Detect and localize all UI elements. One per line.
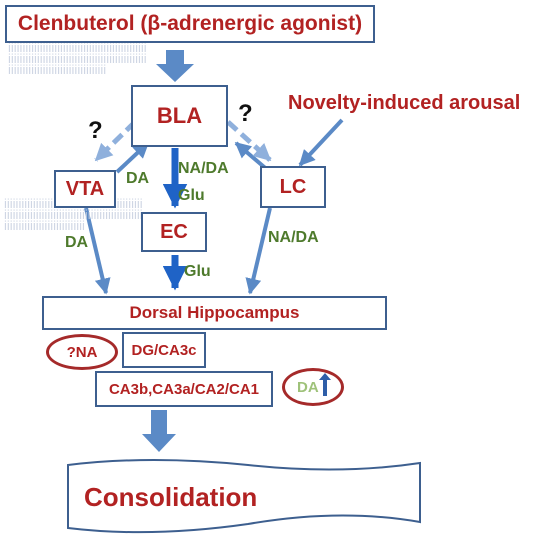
arrow-vta-bla bbox=[115, 141, 150, 174]
ec-label: EC bbox=[160, 220, 188, 243]
arrow-lc-dh bbox=[245, 207, 272, 295]
ca-subfields-box: CA3b,CA3a/CA2/CA1 bbox=[95, 371, 273, 407]
label-glu-bla-ec: Glu bbox=[178, 187, 205, 204]
dg-ca3c-label: DG/CA3c bbox=[131, 341, 197, 359]
bla-box: BLA bbox=[131, 85, 228, 147]
label-na-da-bla-ec: NA/DA bbox=[178, 160, 229, 177]
arrow-bla-lc-dashed bbox=[226, 120, 272, 162]
na-oval: ?NA bbox=[46, 334, 118, 370]
arrow-novelty-lc bbox=[298, 118, 344, 167]
bla-label: BLA bbox=[156, 103, 203, 128]
da-oval: DA bbox=[282, 368, 344, 406]
ec-box: EC bbox=[141, 212, 207, 252]
na-oval-label: ?NA bbox=[66, 343, 98, 361]
clenbuterol-label: Clenbuterol (β-adrenergic agonist) bbox=[17, 12, 363, 35]
dorsal-hippocampus-box: Dorsal Hippocampus bbox=[42, 296, 387, 330]
question-mark-left: ? bbox=[88, 117, 103, 144]
label-na-da-lc-dh: NA/DA bbox=[268, 229, 319, 246]
arrow-bla-vta-dashed bbox=[94, 120, 137, 162]
lc-box: LC bbox=[260, 166, 326, 208]
consolidation-banner bbox=[67, 459, 421, 534]
arrow-vta-dh bbox=[84, 207, 111, 295]
dorsal-hippocampus-label: Dorsal Hippocampus bbox=[129, 303, 300, 322]
question-mark-right: ? bbox=[238, 100, 253, 127]
label-da-vta-bla: DA bbox=[126, 170, 150, 187]
da-oval-label: DA bbox=[297, 378, 319, 396]
novelty-label: Novelty-induced arousal bbox=[288, 92, 521, 114]
arrow-ca-consolidation bbox=[142, 410, 176, 452]
clenbuterol-box: Clenbuterol (β-adrenergic agonist) bbox=[5, 5, 375, 43]
consolidation-label: Consolidation bbox=[84, 482, 258, 512]
ca-subfields-label: CA3b,CA3a/CA2/CA1 bbox=[108, 380, 260, 398]
label-da-vta-dh: DA bbox=[65, 234, 89, 251]
ghost-text-middle: iiiiiiiiiiiiiiiiiiiiiiiiiiiiiiiiiiiiiiii… bbox=[4, 198, 143, 233]
arrow-clenbuterol-bla bbox=[156, 50, 194, 82]
dg-ca3c-box: DG/CA3c bbox=[122, 332, 206, 368]
vta-label: VTA bbox=[65, 177, 105, 200]
ghost-text-top: iiiiiiiiiiiiiiiiiiiiiiiiiiiiiiiiiiiiiiii… bbox=[8, 42, 147, 77]
label-glu-ec-dh: Glu bbox=[184, 263, 211, 280]
lc-label: LC bbox=[279, 175, 307, 198]
vta-box: VTA bbox=[54, 170, 116, 208]
